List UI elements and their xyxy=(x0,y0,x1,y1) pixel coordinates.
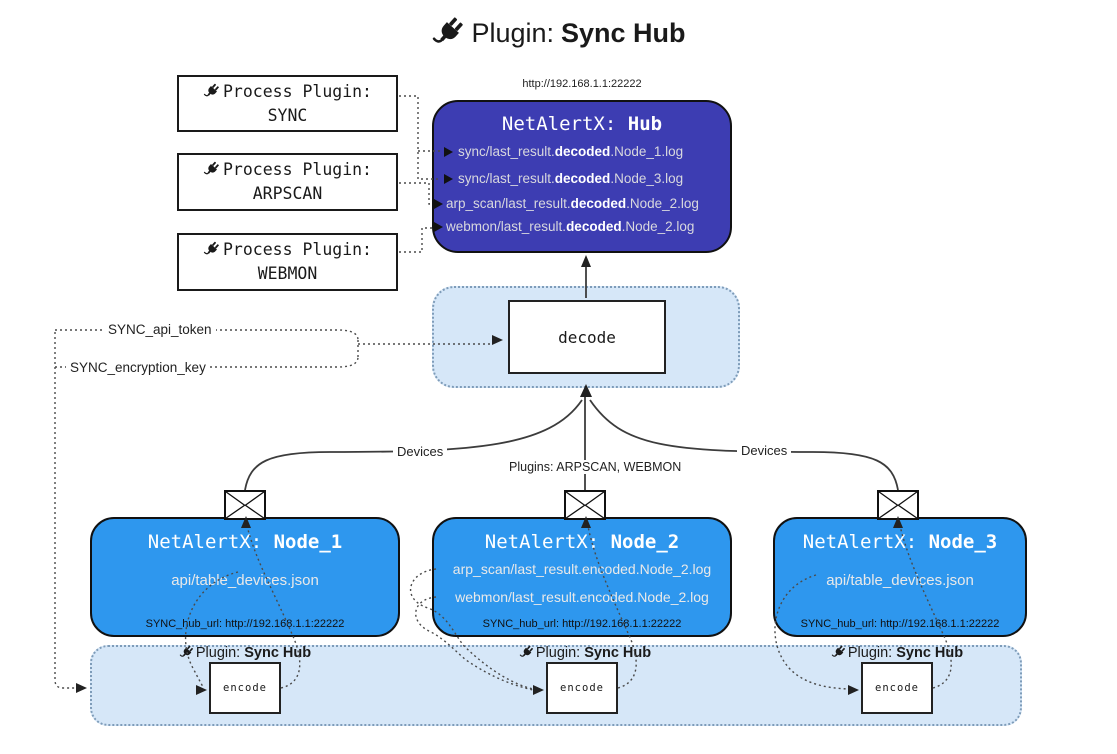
node-title: NetAlertX: Node_1 xyxy=(147,531,343,553)
hub-url-label: http://192.168.1.1:22222 xyxy=(522,78,642,90)
encode-box: encode xyxy=(209,662,281,714)
sync-api-token-label: SYNC_api_token xyxy=(104,322,216,337)
plug-icon xyxy=(831,645,846,660)
node-box-node1: NetAlertX: Node_1 api/table_devices.json… xyxy=(90,517,400,637)
envelope-icon xyxy=(877,490,919,520)
process-plugin-name: ARPSCAN xyxy=(252,184,323,203)
plug-icon xyxy=(519,645,534,660)
encoder-label: Plugin: Sync Hub xyxy=(797,645,997,661)
process-plugin-name: SYNC xyxy=(267,105,308,125)
encoder-label: Plugin: Sync Hub xyxy=(145,645,345,661)
encode-box: encode xyxy=(861,662,933,714)
edge-keys-to-bar xyxy=(54,332,75,689)
node-hub-url: SYNC_hub_url: http://192.168.1.1:22222 xyxy=(800,618,1000,630)
node-file-line: arp_scan/last_result.encoded.Node_2.log xyxy=(452,561,712,577)
encode-box: encode xyxy=(546,662,618,714)
arrow-right-icon xyxy=(444,174,453,184)
process-plugin-line1: Process Plugin: xyxy=(179,238,396,262)
plug-icon xyxy=(203,83,220,100)
hub-box: NetAlertX: Hub sync/last_result.decoded.… xyxy=(432,100,732,253)
process-plugin-box-arpscan: Process Plugin: ARPSCAN xyxy=(177,153,398,211)
arrow-right-icon xyxy=(434,222,443,232)
process-plugin-name: WEBMON xyxy=(257,264,318,283)
hub-log-text: webmon/last_result.decoded.Node_2.log xyxy=(446,219,695,234)
title-prefix: Plugin: xyxy=(471,17,555,48)
node-file-line: api/table_devices.json xyxy=(826,572,974,589)
hub-title: NetAlertX: Hub xyxy=(501,113,663,135)
process-plugin-box-webmon: Process Plugin: WEBMON xyxy=(177,233,398,291)
node-file-line: webmon/last_result.encoded.Node_2.log xyxy=(455,589,709,605)
node-title: NetAlertX: Node_2 xyxy=(484,531,680,553)
decode-box: decode xyxy=(508,300,666,374)
node-box-node2: NetAlertX: Node_2 arp_scan/last_result.e… xyxy=(432,517,732,637)
node-title: NetAlertX: Node_3 xyxy=(802,531,998,553)
node-hub-url: SYNC_hub_url: http://192.168.1.1:22222 xyxy=(482,618,682,630)
plug-icon xyxy=(431,16,465,50)
process-plugin-line1: Process Plugin: xyxy=(179,158,396,182)
hub-log-text: sync/last_result.decoded.Node_3.log xyxy=(458,171,684,186)
node-box-node3: NetAlertX: Node_3 api/table_devices.json… xyxy=(773,517,1027,637)
hub-log-text: sync/last_result.decoded.Node_1.log xyxy=(458,144,684,159)
arrowhead-into-bar xyxy=(76,683,87,693)
encoder-label: Plugin: Sync Hub xyxy=(485,645,685,661)
plugins-label-mid: Plugins: ARPSCAN, WEBMON xyxy=(505,460,686,474)
node-file-line: api/table_devices.json xyxy=(171,572,319,589)
process-plugin-box-sync: Process Plugin: SYNC xyxy=(177,75,398,132)
plug-icon xyxy=(203,161,220,178)
devices-label-left: Devices xyxy=(393,444,448,459)
devices-label-right: Devices xyxy=(737,443,792,458)
plug-icon xyxy=(203,241,220,258)
sync-encryption-key-label: SYNC_encryption_key xyxy=(66,360,210,375)
node-hub-url: SYNC_hub_url: http://192.168.1.1:22222 xyxy=(145,618,345,630)
plug-icon xyxy=(179,645,194,660)
edge-webmon-to-hub xyxy=(399,227,433,253)
hub-log-text: arp_scan/last_result.decoded.Node_2.log xyxy=(446,196,699,211)
process-plugin-line1: Process Plugin: xyxy=(179,80,396,104)
arrow-right-icon xyxy=(444,147,453,157)
arrowhead-into-hub xyxy=(581,255,591,267)
envelope-icon xyxy=(224,490,266,520)
edge-arpscan-to-hub xyxy=(399,182,433,205)
arrow-right-icon xyxy=(434,199,443,209)
title-bold: Sync Hub xyxy=(561,17,686,48)
page-title: Plugin: Sync Hub xyxy=(0,16,1117,50)
envelope-icon xyxy=(564,490,606,520)
